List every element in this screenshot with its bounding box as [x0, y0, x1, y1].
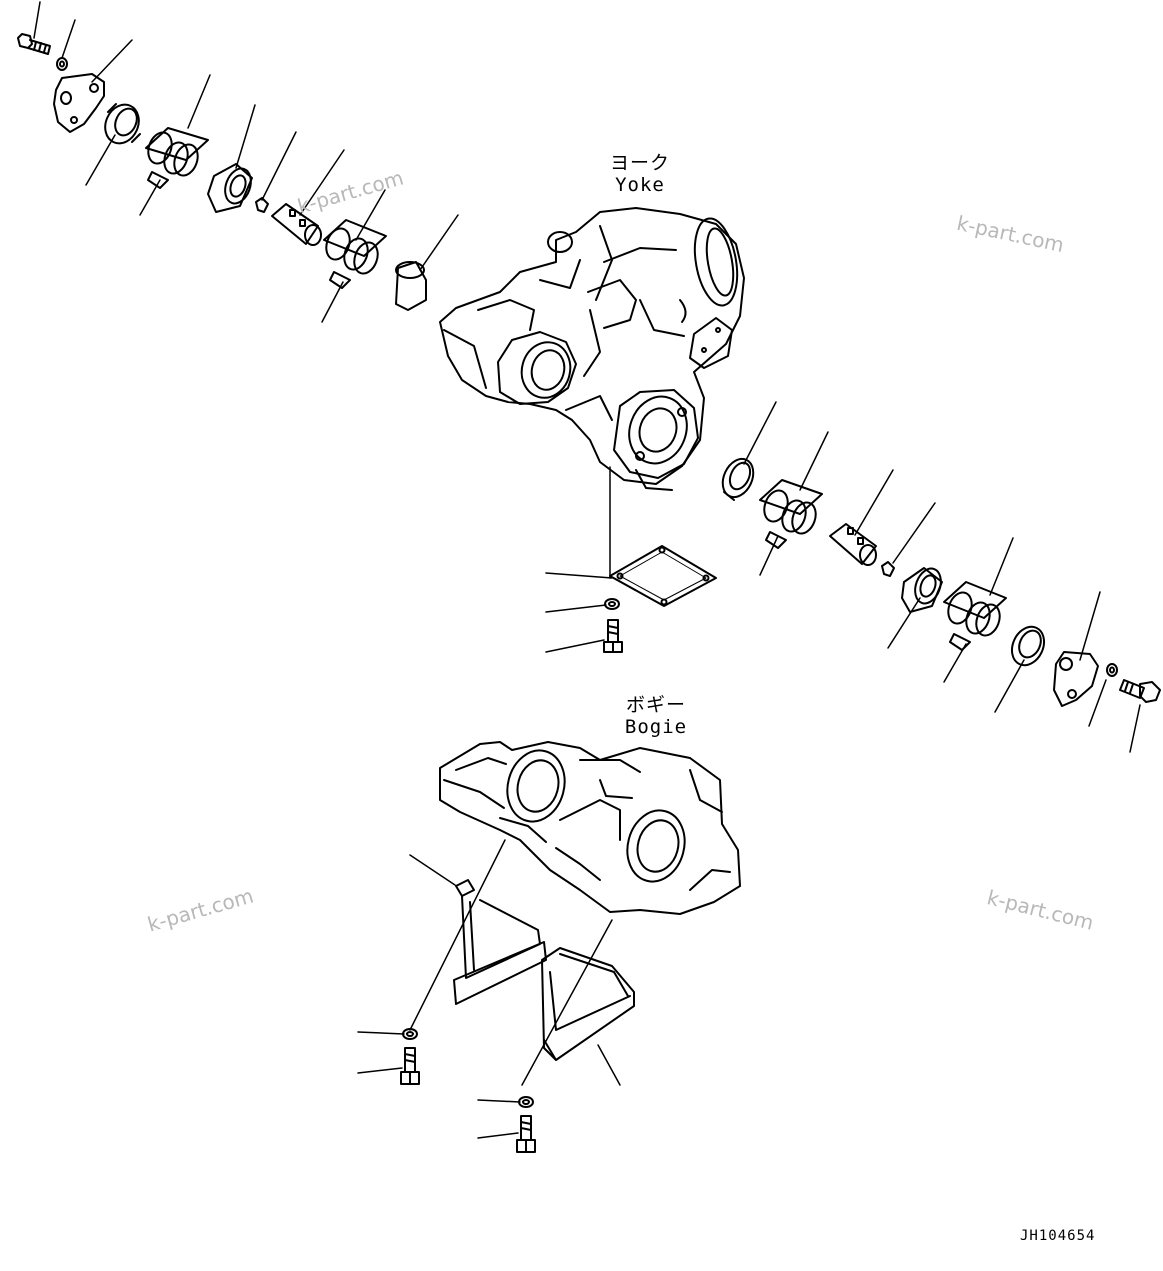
- yoke-label-en: Yoke: [615, 174, 665, 196]
- cover-plate: [610, 546, 716, 606]
- leader-lines: [34, 2, 1140, 1138]
- bolt-left: [18, 34, 50, 54]
- bogie-label-en: Bogie: [624, 716, 688, 738]
- seal-ring-left: [99, 99, 145, 149]
- bolt-guard-right: [517, 1116, 535, 1152]
- bushing-left: [208, 164, 255, 212]
- bushing-right: [902, 565, 945, 612]
- bracket-plate-left: [54, 74, 104, 132]
- bogie-housing: [440, 742, 740, 914]
- shim-set-left-2: [322, 220, 386, 288]
- grease-fitting-left: [256, 198, 268, 212]
- bolt-right: [1120, 680, 1160, 702]
- shim-set-left: [144, 128, 208, 188]
- bolt-cover: [604, 620, 622, 652]
- grease-fitting-right: [882, 562, 894, 576]
- guard-left: [454, 880, 546, 1004]
- shim-set-right: [760, 480, 822, 548]
- washer-guard-left: [403, 1029, 417, 1039]
- washer-guard-right: [519, 1097, 533, 1107]
- yoke-housing: [440, 208, 744, 490]
- bolt-guard-left: [401, 1048, 419, 1084]
- washer-cover: [605, 599, 619, 609]
- seal-ring-right-2: [1006, 622, 1050, 671]
- bogie-label-jp: ボギー: [625, 694, 686, 716]
- bracket-plate-right: [1054, 652, 1098, 706]
- yoke-label-jp: ヨーク: [609, 152, 670, 174]
- cap-left: [396, 262, 426, 310]
- pin-left: [272, 204, 321, 245]
- pin-right: [830, 524, 876, 565]
- guard-right: [542, 948, 634, 1060]
- shim-set-right-2: [944, 582, 1006, 650]
- seal-ring-right-1: [717, 454, 759, 502]
- drawing-code: JH104654: [1020, 1228, 1096, 1244]
- washer-right: [1107, 664, 1117, 676]
- washer-left: [57, 58, 67, 70]
